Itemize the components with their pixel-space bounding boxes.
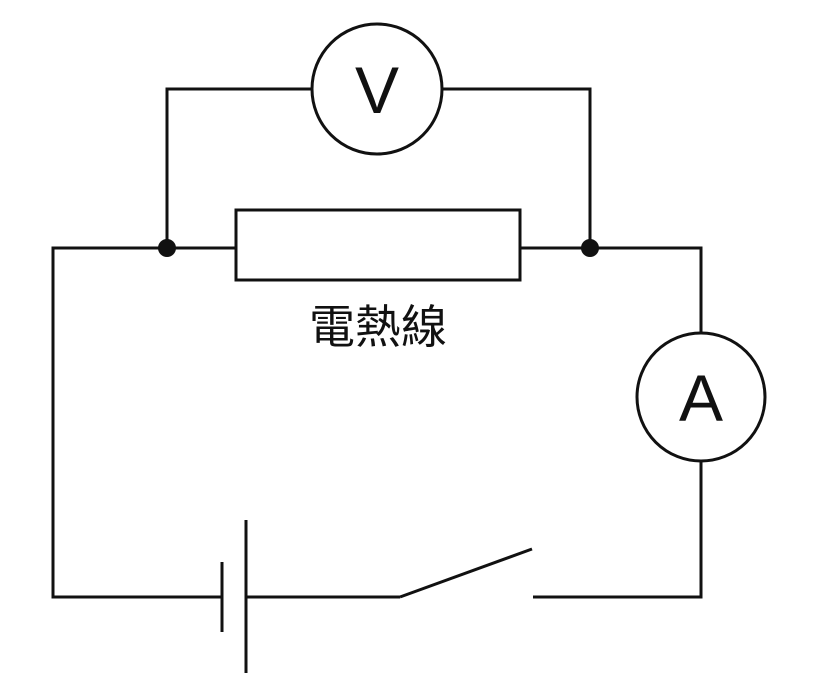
left-junction-dot — [158, 239, 176, 257]
switch-lever — [399, 547, 533, 599]
ammeter-circle — [635, 331, 767, 463]
ammeter-letter: A — [679, 361, 723, 435]
voltmeter-letter: V — [355, 53, 399, 127]
heating-wire-resistor — [234, 208, 522, 282]
main-left-wire — [51, 246, 236, 599]
main-right-top-wire — [520, 246, 703, 333]
voltmeter-branch-right-wire — [442, 87, 592, 248]
heating-wire-label: 電熱線 — [309, 300, 447, 354]
right-junction-dot — [581, 239, 599, 257]
main-right-bottom-wire — [533, 461, 703, 599]
voltmeter-branch-left-wire — [165, 87, 312, 248]
voltmeter-circle — [310, 22, 444, 156]
